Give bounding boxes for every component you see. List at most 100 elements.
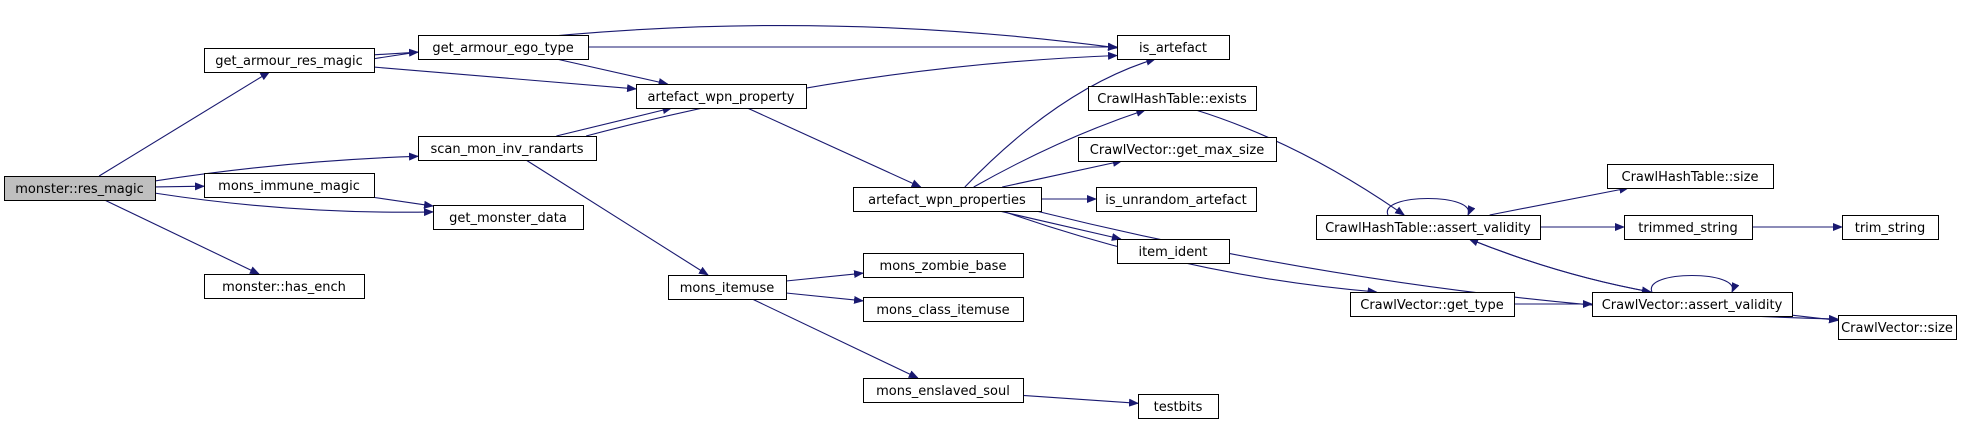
node-label: artefact_wpn_property	[648, 90, 795, 105]
edge-res_magic-to-mons_immune_magic	[154, 182, 205, 191]
edge-mons_enslaved_soul-to-testbits	[1022, 394, 1139, 407]
node-cv_get_max_size[interactable]: CrawlVector::get_max_size	[1078, 137, 1277, 162]
node-artefact_wpn_property[interactable]: artefact_wpn_property	[636, 84, 807, 109]
node-label: get_monster_data	[449, 211, 567, 226]
node-label: mons_immune_magic	[218, 179, 360, 194]
node-box	[1096, 187, 1257, 212]
node-box	[1117, 239, 1230, 264]
node-mons_itemuse[interactable]: mons_itemuse	[668, 275, 787, 300]
node-box	[863, 378, 1024, 403]
edge-res_magic-to-has_ench	[104, 199, 260, 275]
node-label: monster::has_ench	[222, 280, 346, 295]
node-is_unrandom_artefact[interactable]: is_unrandom_artefact	[1096, 187, 1257, 212]
edge-scan_mon_inv_randarts-to-artefact_wpn_property	[556, 106, 673, 137]
edge-artefact_wpn_property-to-artefact_wpn_properties	[747, 107, 922, 188]
node-item_ident[interactable]: item_ident	[1117, 239, 1230, 264]
edge-res_magic-to-get_armour_res_magic	[98, 71, 271, 177]
edge-artefact_wpn_properties-to-cv_get_max_size	[1002, 159, 1123, 188]
edge-cv_assert_validity-to-cv_assert_validity	[1650, 275, 1740, 293]
node-mons_zombie_base[interactable]: mons_zombie_base	[863, 253, 1024, 278]
edge-ht_assert_validity-to-cv_assert_validity	[1468, 238, 1652, 295]
node-box	[1842, 215, 1939, 240]
node-artefact_wpn_properties[interactable]: artefact_wpn_properties	[853, 187, 1042, 212]
edge-mons_immune_magic-to-get_monster_data	[371, 196, 434, 209]
node-cv_get_type[interactable]: CrawlVector::get_type	[1350, 292, 1515, 317]
node-box	[853, 187, 1042, 212]
nodes-layer: monster::res_magic get_armour_res_magicsc…	[4, 35, 1957, 419]
edge-cv_assert_validity-to-cv_size	[1791, 314, 1839, 324]
node-label: scan_mon_inv_randarts	[430, 142, 583, 157]
edge-res_magic-to-get_monster_data	[154, 192, 434, 217]
node-scan_mon_inv_randarts[interactable]: scan_mon_inv_randarts	[418, 136, 597, 161]
edges-layer	[98, 24, 1843, 407]
node-box	[1592, 292, 1793, 317]
node-label: mons_itemuse	[680, 281, 775, 296]
node-label: CrawlVector::assert_validity	[1602, 298, 1783, 313]
node-has_ench[interactable]: monster::has_ench	[204, 274, 365, 299]
node-label: get_armour_ego_type	[432, 41, 573, 56]
node-label: CrawlHashTable::size	[1622, 170, 1759, 185]
node-box	[4, 176, 156, 201]
edge-mons_itemuse-to-mons_class_itemuse	[785, 292, 864, 304]
node-label: item_ident	[1138, 245, 1207, 260]
node-label: CrawlHashTable::exists	[1097, 92, 1247, 107]
node-is_artefact[interactable]: is_artefact	[1117, 35, 1230, 60]
edge-res_magic-to-scan_mon_inv_randarts	[154, 152, 419, 182]
node-trim_string[interactable]: trim_string	[1842, 215, 1939, 240]
node-ht_exists[interactable]: CrawlHashTable::exists	[1088, 86, 1257, 111]
node-label: trim_string	[1855, 221, 1926, 236]
node-testbits[interactable]: testbits	[1138, 394, 1219, 419]
edge-scan_mon_inv_randarts-to-mons_itemuse	[525, 159, 709, 276]
edge-artefact_wpn_properties-to-is_artefact	[964, 57, 1157, 188]
node-label: CrawlHashTable::assert_validity	[1325, 221, 1531, 236]
node-label: CrawlVector::get_type	[1360, 298, 1503, 313]
node-label: artefact_wpn_properties	[868, 193, 1026, 208]
node-label: is_unrandom_artefact	[1105, 193, 1246, 208]
edge-ht_assert_validity-to-ht_assert_validity	[1386, 198, 1476, 216]
node-cv_size[interactable]: CrawlVector::size	[1838, 315, 1957, 340]
edge-ht_exists-to-ht_assert_validity	[1195, 109, 1406, 216]
edge-artefact_wpn_properties-to-ht_exists	[973, 109, 1147, 188]
node-box	[204, 173, 375, 198]
node-get_armour_res_magic[interactable]: get_armour_res_magic	[204, 48, 375, 73]
node-res_magic[interactable]: monster::res_magic	[4, 176, 156, 201]
node-box	[1138, 394, 1219, 419]
node-box	[1607, 164, 1774, 189]
node-cv_assert_validity[interactable]: CrawlVector::assert_validity	[1592, 292, 1793, 317]
node-box	[1117, 35, 1230, 60]
node-label: mons_class_itemuse	[876, 303, 1009, 318]
node-mons_class_itemuse[interactable]: mons_class_itemuse	[863, 297, 1024, 322]
node-label: CrawlVector::size	[1841, 321, 1953, 336]
node-box	[418, 35, 589, 60]
node-ht_assert_validity[interactable]: CrawlHashTable::assert_validity	[1316, 215, 1541, 240]
edge-artefact_wpn_properties-to-item_ident	[999, 210, 1122, 241]
node-box	[1350, 292, 1515, 317]
node-box	[1624, 215, 1753, 240]
node-mons_enslaved_soul[interactable]: mons_enslaved_soul	[863, 378, 1024, 403]
node-box	[418, 136, 597, 161]
node-box	[433, 205, 584, 230]
node-ht_size[interactable]: CrawlHashTable::size	[1607, 164, 1774, 189]
node-box	[1078, 137, 1277, 162]
edge-mons_itemuse-to-mons_enslaved_soul	[751, 298, 919, 379]
node-box	[863, 297, 1024, 322]
node-get_armour_ego_type[interactable]: get_armour_ego_type	[418, 35, 589, 60]
node-box	[1838, 315, 1957, 340]
node-box	[204, 48, 375, 73]
node-box	[204, 274, 365, 299]
node-label: trimmed_string	[1638, 221, 1737, 236]
node-box	[863, 253, 1024, 278]
node-label: mons_enslaved_soul	[876, 384, 1010, 399]
node-label: testbits	[1154, 400, 1203, 415]
node-box	[636, 84, 807, 109]
node-label: get_armour_res_magic	[215, 54, 363, 69]
node-trimmed_string[interactable]: trimmed_string	[1624, 215, 1753, 240]
node-mons_immune_magic[interactable]: mons_immune_magic	[204, 173, 375, 198]
edge-ht_assert_validity-to-ht_size	[1489, 185, 1630, 216]
node-label: CrawlVector::get_max_size	[1090, 143, 1264, 158]
edge-get_armour_ego_type-to-artefact_wpn_property	[556, 58, 669, 86]
node-get_monster_data[interactable]: get_monster_data	[433, 205, 584, 230]
node-box	[1088, 86, 1257, 111]
node-box	[668, 275, 787, 300]
